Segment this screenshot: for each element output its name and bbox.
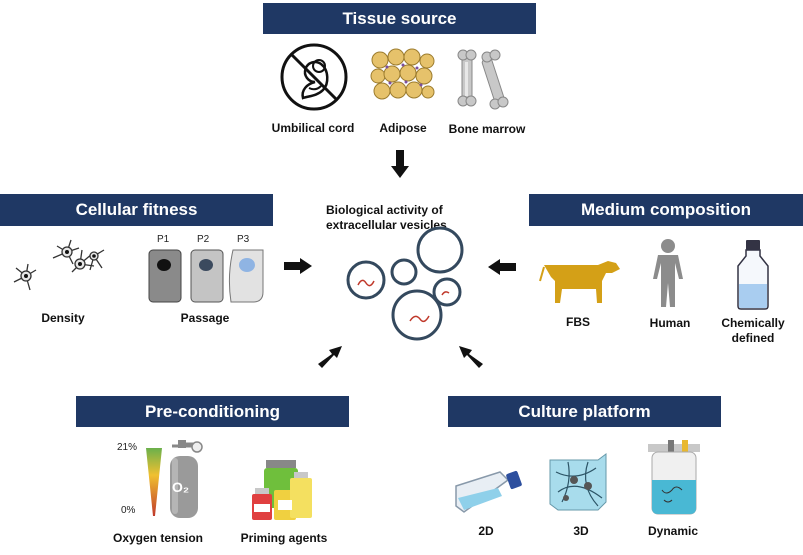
cow-icon bbox=[539, 261, 620, 303]
human-label: Human bbox=[649, 316, 691, 330]
cellular-fitness-title: Cellular fitness bbox=[75, 200, 198, 219]
culture-2d-label: 2D bbox=[478, 524, 494, 538]
umbilical-cord-label: Umbilical cord bbox=[271, 121, 355, 135]
arrow-right-icon bbox=[284, 258, 312, 274]
culture-3d-label: 3D bbox=[573, 524, 589, 538]
chemically-defined-label: Chemically defined bbox=[721, 316, 785, 345]
bioreactor-icon bbox=[648, 440, 700, 515]
oxygen-gradient-icon bbox=[146, 448, 162, 516]
culture-platform-header: Culture platform bbox=[448, 396, 721, 427]
passage-label: Passage bbox=[180, 311, 230, 325]
priming-agents-icon bbox=[252, 460, 312, 520]
center-title: Biological activity of extracellular ves… bbox=[326, 203, 447, 232]
arrow-up-right-icon bbox=[318, 346, 342, 368]
pre-conditioning-header: Pre-conditioning bbox=[76, 396, 349, 427]
passage-p3-label: P3 bbox=[237, 234, 250, 245]
culture-dynamic-label: Dynamic bbox=[647, 524, 699, 538]
human-icon bbox=[653, 239, 683, 307]
passage-p1-label: P1 bbox=[157, 234, 170, 245]
flask-2d-icon bbox=[455, 470, 522, 513]
medium-composition-title: Medium composition bbox=[581, 200, 751, 219]
vesicles-icon bbox=[346, 226, 464, 341]
arrow-up-left-icon bbox=[459, 346, 483, 368]
oxygen-tank-icon bbox=[170, 440, 203, 518]
adipose-label: Adipose bbox=[379, 121, 427, 135]
oxygen-high-label: 21% bbox=[117, 442, 138, 453]
oxygen-tension-label: Oxygen tension bbox=[112, 531, 204, 545]
medium-composition-header: Medium composition bbox=[529, 194, 803, 226]
scaffold-3d-icon bbox=[549, 453, 607, 511]
cellular-fitness-header: Cellular fitness bbox=[0, 194, 273, 226]
o2-symbol: O₂ bbox=[172, 479, 190, 495]
bone-marrow-icon bbox=[457, 49, 509, 110]
passage-cells-icon bbox=[148, 249, 264, 303]
bottle-icon bbox=[737, 240, 769, 310]
umbilical-cord-icon bbox=[280, 43, 348, 111]
oxygen-low-label: 0% bbox=[121, 505, 136, 516]
culture-platform-title: Culture platform bbox=[518, 401, 651, 421]
density-label: Density bbox=[41, 311, 85, 325]
bone-marrow-label: Bone marrow bbox=[448, 122, 526, 136]
tissue-source-title: Tissue source bbox=[342, 8, 457, 28]
passage-p2-label: P2 bbox=[197, 234, 210, 245]
priming-agents-label: Priming agents bbox=[240, 531, 328, 545]
pre-conditioning-title: Pre-conditioning bbox=[144, 401, 281, 421]
density-cells-icon bbox=[13, 239, 105, 291]
fbs-label: FBS bbox=[566, 315, 590, 329]
tissue-source-header: Tissue source bbox=[263, 3, 536, 34]
adipose-icon bbox=[370, 48, 435, 100]
arrow-left-icon bbox=[488, 259, 516, 275]
arrow-down-icon bbox=[391, 150, 409, 178]
